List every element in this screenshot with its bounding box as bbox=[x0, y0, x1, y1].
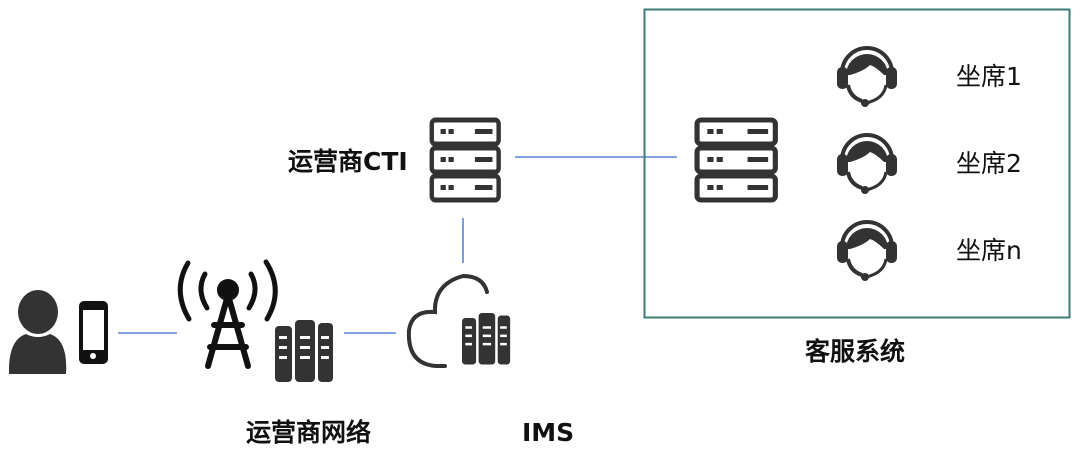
cell-tower-icon bbox=[177, 259, 278, 369]
server-stack-icon bbox=[432, 120, 499, 200]
smartphone-icon bbox=[79, 301, 108, 364]
headset-agent-icon bbox=[835, 133, 899, 196]
server-stack-icon bbox=[697, 120, 775, 200]
ims-label: IMS bbox=[522, 418, 574, 447]
customer-service-label: 客服系统 bbox=[805, 337, 905, 366]
network-label: 运营商网络 bbox=[246, 418, 371, 447]
agent-label-2: 坐席2 bbox=[956, 149, 1022, 178]
agent-label-1: 坐席1 bbox=[956, 62, 1022, 91]
person-icon bbox=[8, 290, 67, 374]
server-rack-icon bbox=[462, 313, 511, 365]
customer-service-box bbox=[643, 8, 1071, 319]
cti-label: 运营商CTI bbox=[288, 147, 408, 176]
agent-label-n: 坐席n bbox=[956, 236, 1022, 265]
headset-agent-icon bbox=[835, 220, 899, 283]
server-rack-icon bbox=[275, 320, 333, 382]
headset-agent-icon bbox=[835, 46, 899, 109]
cloud-icon bbox=[406, 273, 489, 368]
